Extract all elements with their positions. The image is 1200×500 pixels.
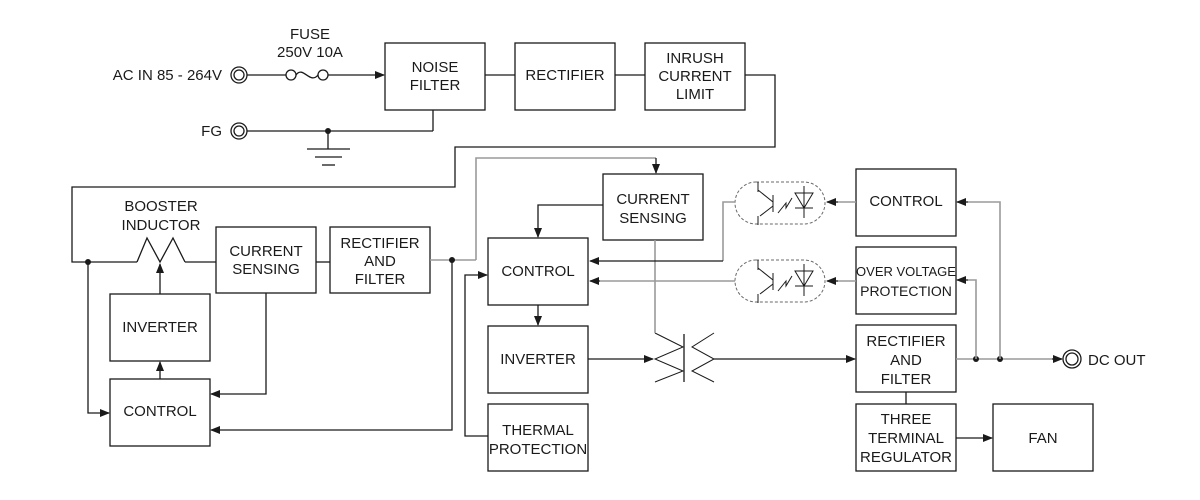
svg-text:NOISE: NOISE <box>412 59 459 76</box>
three-terminal-regulator-block: THREE TERMINAL REGULATOR <box>855 403 957 472</box>
svg-text:RECTIFIER: RECTIFIER <box>525 67 604 84</box>
fuse-label: FUSE <box>290 26 330 43</box>
svg-text:INVERTER: INVERTER <box>500 351 576 368</box>
main-current-sensing-block: CURRENT SENSING <box>602 173 704 241</box>
booster-inductor-label: BOOSTER <box>124 198 198 215</box>
fuse-icon <box>285 69 329 81</box>
pfc-rectifier-filter-block: RECTIFIER AND FILTER <box>329 226 431 294</box>
svg-text:CURRENT: CURRENT <box>616 191 689 208</box>
fan-block: FAN <box>992 403 1094 472</box>
svg-text:RECTIFIER: RECTIFIER <box>340 235 419 252</box>
dc-out-label: DC OUT <box>1088 352 1146 369</box>
svg-text:CONTROL: CONTROL <box>123 403 196 420</box>
rectifier-primary-block: RECTIFIER <box>514 42 616 111</box>
pfc-current-sensing-block: CURRENT SENSING <box>215 226 317 294</box>
thermal-protection-block: THERMAL PROTECTION <box>487 403 589 472</box>
svg-text:INVERTER: INVERTER <box>122 319 198 336</box>
svg-text:OVER VOLTAGE: OVER VOLTAGE <box>856 264 956 279</box>
main-control-block: CONTROL <box>487 237 589 306</box>
inrush-current-limit-block: INRUSH CURRENT LIMIT <box>644 42 746 111</box>
svg-text:RECTIFIER: RECTIFIER <box>866 333 945 350</box>
booster-inductor-label-2: INDUCTOR <box>122 217 201 234</box>
svg-text:FILTER: FILTER <box>410 77 461 94</box>
ground-icon <box>307 131 350 166</box>
ac-in-label: AC IN 85 - 264V <box>113 67 222 84</box>
main-inverter-block: INVERTER <box>487 325 589 394</box>
svg-text:INRUSH: INRUSH <box>666 50 724 67</box>
svg-text:LIMIT: LIMIT <box>676 86 714 103</box>
svg-text:FILTER: FILTER <box>881 371 932 388</box>
svg-text:PROTECTION: PROTECTION <box>860 283 952 299</box>
svg-text:CONTROL: CONTROL <box>869 193 942 210</box>
svg-text:AND: AND <box>890 352 922 369</box>
secondary-rectifier-filter-block: RECTIFIER AND FILTER <box>855 324 957 393</box>
svg-text:FILTER: FILTER <box>355 271 406 288</box>
svg-text:AND: AND <box>364 253 396 270</box>
pfc-inverter-block: INVERTER <box>109 293 211 362</box>
fg-connector-icon <box>230 122 248 140</box>
noise-filter-block: NOISE FILTER <box>384 42 486 111</box>
svg-text:TERMINAL: TERMINAL <box>868 430 944 447</box>
pfc-control-block: CONTROL <box>109 378 211 447</box>
svg-text:SENSING: SENSING <box>232 261 300 278</box>
svg-text:CONTROL: CONTROL <box>501 263 574 280</box>
svg-text:THREE: THREE <box>881 411 932 428</box>
svg-text:THERMAL: THERMAL <box>502 422 574 439</box>
svg-text:FAN: FAN <box>1028 430 1057 447</box>
dc-out-connector-icon <box>1062 349 1082 369</box>
ac-in-connector-icon <box>230 66 248 84</box>
photocoupler-icon <box>734 259 826 303</box>
svg-text:REGULATOR: REGULATOR <box>860 449 952 466</box>
svg-text:CURRENT: CURRENT <box>229 243 302 260</box>
svg-text:SENSING: SENSING <box>619 210 687 227</box>
secondary-control-block: CONTROL <box>855 168 957 237</box>
inductor-icon <box>136 236 186 264</box>
fg-label: FG <box>201 123 222 140</box>
transformer-icon <box>653 332 716 383</box>
photocoupler-icon <box>734 181 826 225</box>
fuse-rating: 250V 10A <box>277 44 343 61</box>
svg-text:PROTECTION: PROTECTION <box>489 441 587 458</box>
over-voltage-protection-block: OVER VOLTAGE PROTECTION <box>855 246 957 315</box>
svg-text:CURRENT: CURRENT <box>658 68 731 85</box>
